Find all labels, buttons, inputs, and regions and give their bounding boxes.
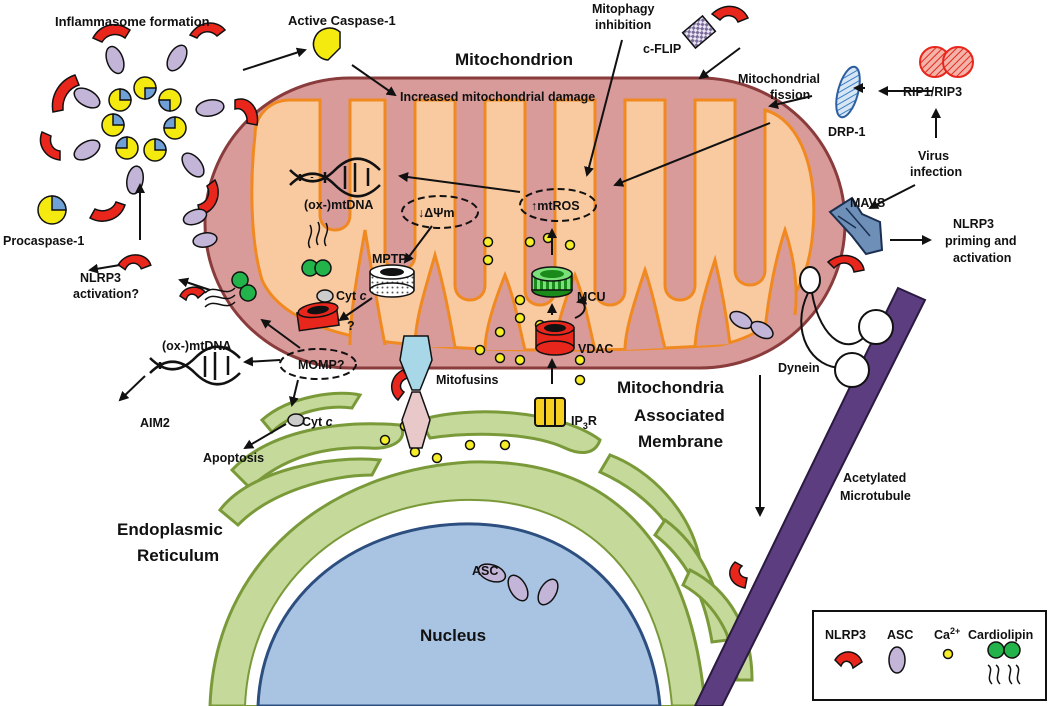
- label-momp: MOMP?: [298, 358, 345, 372]
- label-vdac: VDAC: [578, 342, 613, 356]
- mitofusins: [399, 335, 433, 449]
- label-asc: ASC: [472, 564, 498, 578]
- legend-label-asc: ASC: [887, 628, 913, 642]
- label-apoptosis: Apoptosis: [203, 451, 264, 465]
- label-cytc-top: Cyt c: [336, 289, 367, 303]
- label-nlrp3-priming-3: activation: [953, 251, 1011, 265]
- cytochrome-c-icon: [316, 289, 334, 303]
- cardiolipin-inner: [301, 221, 332, 277]
- label-aim2: AIM2: [140, 416, 170, 430]
- inflammasome-complex: [39, 22, 259, 222]
- procaspase1-icon: [37, 195, 67, 225]
- delta-psi-m-ellipse: [401, 195, 479, 229]
- label-question: ?: [347, 319, 355, 333]
- label-mitophagy-1: Mitophagy: [592, 2, 655, 16]
- label-inflammasome-formation: Inflammasome formation: [55, 14, 210, 29]
- label-mavs: MAVS: [850, 196, 885, 210]
- label-increased-damage: Increased mitochondrial damage: [400, 90, 595, 104]
- mtdna-helix-outside: [149, 345, 241, 386]
- label-cytc-bottom: Cyt c: [302, 415, 333, 429]
- vdac-left-channel: [296, 301, 340, 332]
- label-mtdna-inside: (ox-)mtDNA: [304, 198, 373, 212]
- label-cflip: c-FLIP: [643, 42, 681, 56]
- legend-calcium-icon: [942, 648, 954, 660]
- cardiolipin-outer: [179, 271, 257, 308]
- label-nlrp3-activation-1: NLRP3: [80, 271, 121, 285]
- momp-ellipse: [279, 348, 357, 380]
- label-nlrp3-priming-2: priming and: [945, 234, 1017, 248]
- mcu-channel: [531, 266, 573, 298]
- label-ip3r: IP3R: [571, 414, 597, 431]
- label-virus-1: Virus: [918, 149, 949, 163]
- label-mitophagy-2: inhibition: [595, 18, 651, 32]
- label-acetylated-2: Microtubule: [840, 489, 911, 503]
- nlrp3-icons: [117, 254, 748, 589]
- acetylated-microtubule: [693, 286, 927, 706]
- asc-icons: [182, 208, 774, 606]
- label-delta-psi: ↓ΔΨm: [418, 206, 454, 220]
- nucleus: [256, 522, 662, 706]
- legend-label-cardiolipin: Cardiolipin: [968, 628, 1033, 642]
- mtdna-helix-inside: [289, 157, 381, 198]
- mptp-channel: [369, 264, 415, 298]
- pathway-arrows: [88, 39, 941, 517]
- mtros-ellipse: [519, 188, 597, 222]
- label-mito-fission-1: Mitochondrial: [738, 72, 820, 86]
- label-mitofusins: Mitofusins: [436, 373, 499, 387]
- label-mam-3: Membrane: [638, 432, 723, 451]
- mavs-icon: [826, 196, 884, 273]
- label-nucleus: Nucleus: [420, 626, 486, 645]
- label-mptp: MPTP: [372, 252, 407, 266]
- label-mitochondrion: Mitochondrion: [455, 50, 573, 69]
- label-mito-fission-2: fission: [770, 88, 810, 102]
- drp1-icon: [835, 65, 861, 119]
- label-mcu: MCU: [577, 290, 605, 304]
- legend-nlrp3-icon: [834, 651, 863, 670]
- legend-label-nlrp3: NLRP3: [825, 628, 866, 642]
- legend-box: [812, 610, 1047, 701]
- label-nlrp3-priming-1: NLRP3: [953, 217, 994, 231]
- legend-cardiolipin-icon: [987, 641, 1021, 685]
- label-er-1: Endoplasmic: [117, 520, 223, 539]
- label-mtros: ↑mtROS: [531, 199, 580, 213]
- label-mtdna-outside: (ox-)mtDNA: [162, 339, 231, 353]
- label-nlrp3-activation-2: activation?: [73, 287, 139, 301]
- label-virus-2: infection: [910, 165, 962, 179]
- label-rip: RIP1/RIP3: [903, 85, 962, 99]
- cytochrome-c-bottom-icon: [287, 413, 305, 427]
- ip3r-channel: [534, 397, 566, 427]
- label-active-caspase1: Active Caspase-1: [288, 13, 396, 28]
- label-mam-2: Associated: [634, 406, 725, 425]
- dynein-motor: [799, 266, 894, 388]
- label-mam-1: Mitochondria: [617, 378, 724, 397]
- label-procaspase: Procaspase-1: [3, 234, 84, 248]
- label-drp1: DRP-1: [828, 125, 866, 139]
- legend-asc-icon: [888, 646, 906, 674]
- cflip-icon: [681, 5, 750, 50]
- legend-label-calcium: Ca2+: [934, 626, 960, 642]
- label-dynein: Dynein: [778, 361, 820, 375]
- active-caspase1-icon: [312, 27, 341, 61]
- label-er-2: Reticulum: [137, 546, 219, 565]
- vdac-channel: [535, 320, 575, 356]
- label-acetylated-1: Acetylated: [843, 471, 906, 485]
- rip1-rip3-icon: [919, 46, 974, 78]
